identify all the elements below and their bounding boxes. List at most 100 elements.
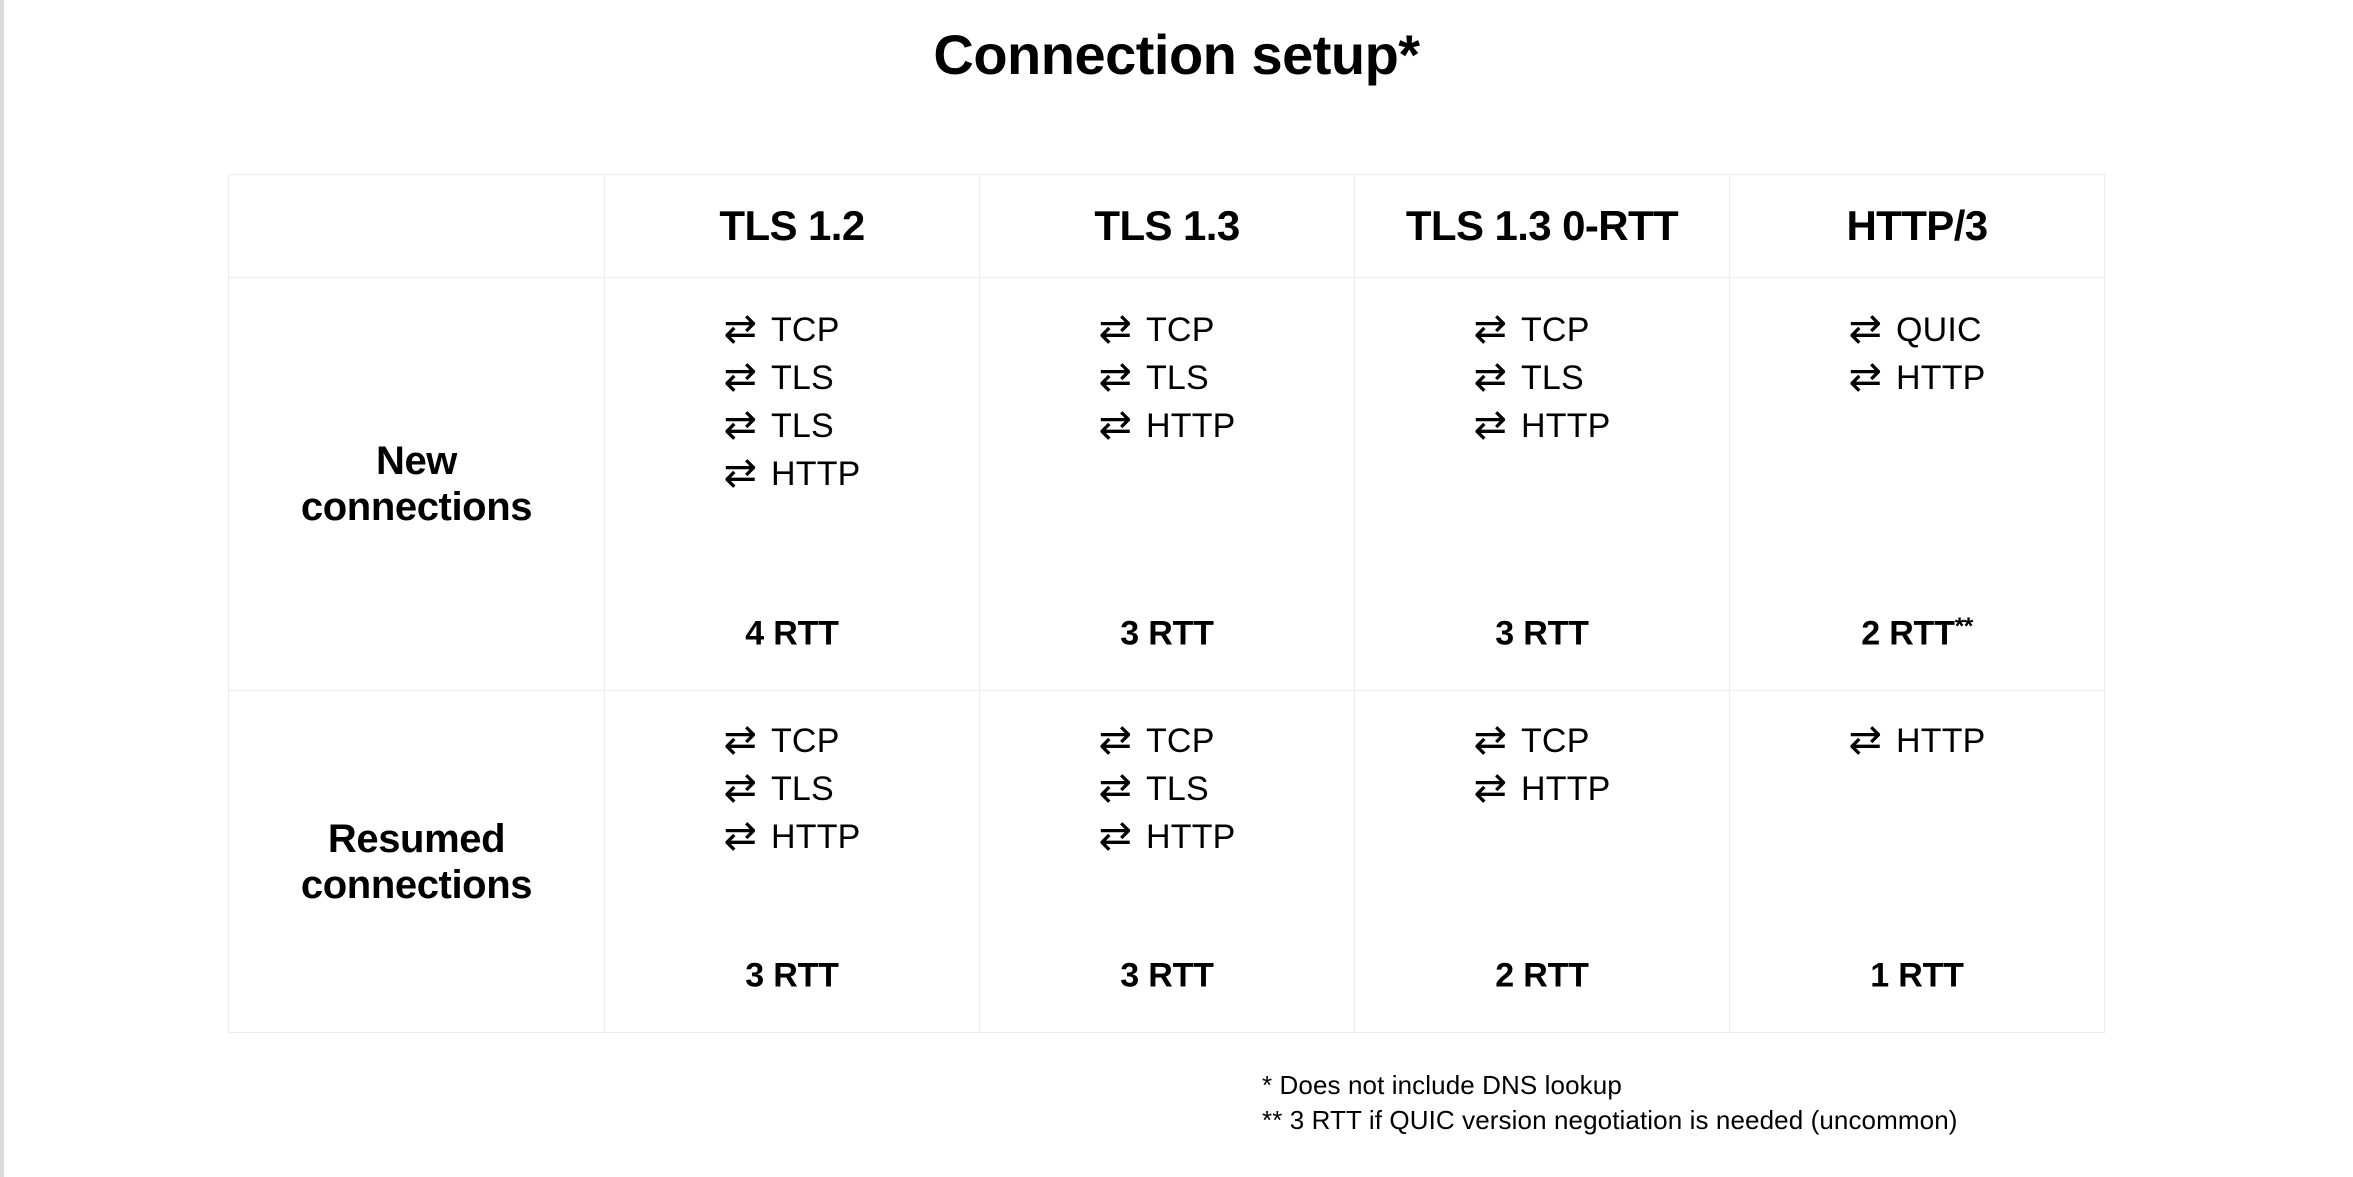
bidirectional-arrow-icon: ⇄ xyxy=(1473,306,1507,352)
table-row-resumed-connections: Resumed connections ⇄ TCP ⇄ TLS xyxy=(228,690,2105,1033)
row-label: Resumed connections xyxy=(300,816,533,907)
handshake-step: ⇄ TLS xyxy=(1473,354,1583,402)
bidirectional-arrow-icon: ⇄ xyxy=(723,306,757,352)
cell-resumed-http3: ⇄ HTTP 1 RTT xyxy=(1729,690,2105,1033)
handshake-step-label: HTTP xyxy=(1895,359,1986,397)
cell-resumed-tls13: ⇄ TCP ⇄ TLS ⇄ HTTP 3 xyxy=(979,690,1355,1033)
handshake-step-list: ⇄ TCP ⇄ TLS ⇄ HTTP xyxy=(1098,717,1235,861)
rtt-total: 3 RTT xyxy=(745,956,839,994)
column-header-tls13-0rtt: TLS 1.3 0-RTT xyxy=(1354,174,1730,278)
handshake-step-list: ⇄ TCP ⇄ TLS ⇄ HTTP xyxy=(723,717,860,861)
handshake-step: ⇄ TCP xyxy=(723,306,839,354)
handshake-step-label: HTTP xyxy=(770,818,861,856)
rtt-total: 3 RTT xyxy=(1495,614,1589,652)
handshake-step: ⇄ HTTP xyxy=(1848,717,1985,765)
cell-new-tls13: ⇄ TCP ⇄ TLS ⇄ HTTP 3 xyxy=(979,277,1355,691)
handshake-step-list: ⇄ HTTP xyxy=(1848,717,1985,765)
handshake-step: ⇄ HTTP xyxy=(1848,354,1985,402)
handshake-step: ⇄ TLS xyxy=(1098,765,1208,813)
handshake-step-label: HTTP xyxy=(1145,407,1236,445)
handshake-step-label: HTTP xyxy=(1520,407,1611,445)
handshake-step-label: TCP xyxy=(770,311,840,349)
column-header-label: TLS 1.2 xyxy=(719,202,865,249)
handshake-step-list: ⇄ TCP ⇄ TLS ⇄ HTTP xyxy=(1473,306,1610,450)
rtt-total: 4 RTT xyxy=(745,614,839,652)
handshake-step-label: TLS xyxy=(770,770,834,808)
rtt-footnote-marker: ** xyxy=(1954,612,1974,640)
handshake-step: ⇄ TLS xyxy=(723,765,833,813)
handshake-step-label: HTTP xyxy=(1145,818,1236,856)
rtt-value: 4 RTT xyxy=(745,614,839,652)
connection-setup-table: TLS 1.2 TLS 1.3 TLS 1.3 0-RTT HTTP/3 New… xyxy=(228,174,2105,1033)
bidirectional-arrow-icon: ⇄ xyxy=(1473,717,1507,763)
cell-new-tls12: ⇄ TCP ⇄ TLS ⇄ TLS xyxy=(604,277,980,691)
handshake-step: ⇄ TLS xyxy=(723,402,833,450)
handshake-step-list: ⇄ TCP ⇄ HTTP xyxy=(1473,717,1610,813)
rtt-value: 2 RTT xyxy=(1861,614,1955,652)
handshake-step-label: HTTP xyxy=(1520,770,1611,808)
handshake-step-list: ⇄ TCP ⇄ TLS ⇄ HTTP xyxy=(1098,306,1235,450)
handshake-step-label: TCP xyxy=(1145,722,1215,760)
footnote-quic-version-negotiation: ** 3 RTT if QUIC version negotiation is … xyxy=(1262,1104,1958,1135)
rtt-value: 3 RTT xyxy=(745,956,839,994)
footnote-dns: * Does not include DNS lookup xyxy=(1262,1070,1622,1100)
handshake-step: ⇄ TCP xyxy=(1098,717,1214,765)
handshake-step: ⇄ HTTP xyxy=(1473,402,1610,450)
handshake-step-label: TLS xyxy=(770,407,834,445)
rtt-value: 3 RTT xyxy=(1120,614,1214,652)
rtt-value: 1 RTT xyxy=(1870,956,1964,994)
bidirectional-arrow-icon: ⇄ xyxy=(1473,402,1507,448)
column-header-http3: HTTP/3 xyxy=(1729,174,2105,278)
handshake-step-label: TCP xyxy=(770,722,840,760)
rtt-total: 2 RTT xyxy=(1495,956,1589,994)
cell-new-http3: ⇄ QUIC ⇄ HTTP 2 RTT** xyxy=(1729,277,2105,691)
handshake-step-label: TLS xyxy=(1520,359,1584,397)
handshake-step: ⇄ TLS xyxy=(1098,354,1208,402)
rtt-total: 3 RTT xyxy=(1120,957,1214,992)
footnote-block: * Does not include DNS lookup ** 3 RTT i… xyxy=(1262,1068,1958,1137)
handshake-step: ⇄ QUIC xyxy=(1848,306,1981,354)
bidirectional-arrow-icon: ⇄ xyxy=(1473,354,1507,400)
bidirectional-arrow-icon: ⇄ xyxy=(1098,402,1132,448)
handshake-step-label: TCP xyxy=(1520,722,1590,760)
row-header-new-connections: New connections xyxy=(228,277,605,691)
rtt-value: 3 RTT xyxy=(1495,614,1589,652)
handshake-step: ⇄ TCP xyxy=(1098,306,1214,354)
bidirectional-arrow-icon: ⇄ xyxy=(723,402,757,448)
handshake-step: ⇄ TCP xyxy=(1473,717,1589,765)
column-header-tls12: TLS 1.2 xyxy=(604,174,980,278)
slide-left-edge xyxy=(0,0,4,1177)
handshake-step-label: HTTP xyxy=(1895,722,1986,760)
bidirectional-arrow-icon: ⇄ xyxy=(1848,717,1882,763)
page-title: Connection setup* xyxy=(933,23,1420,86)
cell-new-tls13-0rtt: ⇄ TCP ⇄ TLS ⇄ HTTP 3 xyxy=(1354,277,1730,691)
bidirectional-arrow-icon: ⇄ xyxy=(723,765,757,811)
bidirectional-arrow-icon: ⇄ xyxy=(1098,306,1132,352)
column-header-label: TLS 1.3 0-RTT xyxy=(1405,202,1679,249)
bidirectional-arrow-icon: ⇄ xyxy=(723,354,757,400)
handshake-step: ⇄ HTTP xyxy=(723,813,860,861)
bidirectional-arrow-icon: ⇄ xyxy=(1098,717,1132,763)
bidirectional-arrow-icon: ⇄ xyxy=(1473,765,1507,811)
handshake-step-label: TCP xyxy=(1145,311,1215,349)
column-header-label: HTTP/3 xyxy=(1846,202,1988,249)
handshake-step-list: ⇄ QUIC ⇄ HTTP xyxy=(1848,306,1985,402)
handshake-step-label: TLS xyxy=(1145,770,1209,808)
handshake-step-label: TLS xyxy=(770,359,834,397)
column-header-tls13: TLS 1.3 xyxy=(979,174,1355,278)
bidirectional-arrow-icon: ⇄ xyxy=(1848,354,1882,400)
handshake-step: ⇄ TLS xyxy=(723,354,833,402)
handshake-step-list: ⇄ TCP ⇄ TLS ⇄ TLS xyxy=(723,306,860,498)
handshake-step-label: QUIC xyxy=(1895,311,1982,349)
bidirectional-arrow-icon: ⇄ xyxy=(1098,813,1132,859)
bidirectional-arrow-icon: ⇄ xyxy=(723,450,757,496)
bidirectional-arrow-icon: ⇄ xyxy=(1098,765,1132,811)
cell-resumed-tls12: ⇄ TCP ⇄ TLS ⇄ HTTP 3 xyxy=(604,690,980,1033)
row-label: New connections xyxy=(300,439,533,529)
cell-resumed-tls13-0rtt: ⇄ TCP ⇄ HTTP 2 RTT xyxy=(1354,690,1730,1033)
handshake-step: ⇄ TCP xyxy=(723,717,839,765)
handshake-step: ⇄ TCP xyxy=(1473,306,1589,354)
rtt-value: 2 RTT xyxy=(1495,956,1589,994)
column-header-label: TLS 1.3 xyxy=(1094,202,1240,249)
